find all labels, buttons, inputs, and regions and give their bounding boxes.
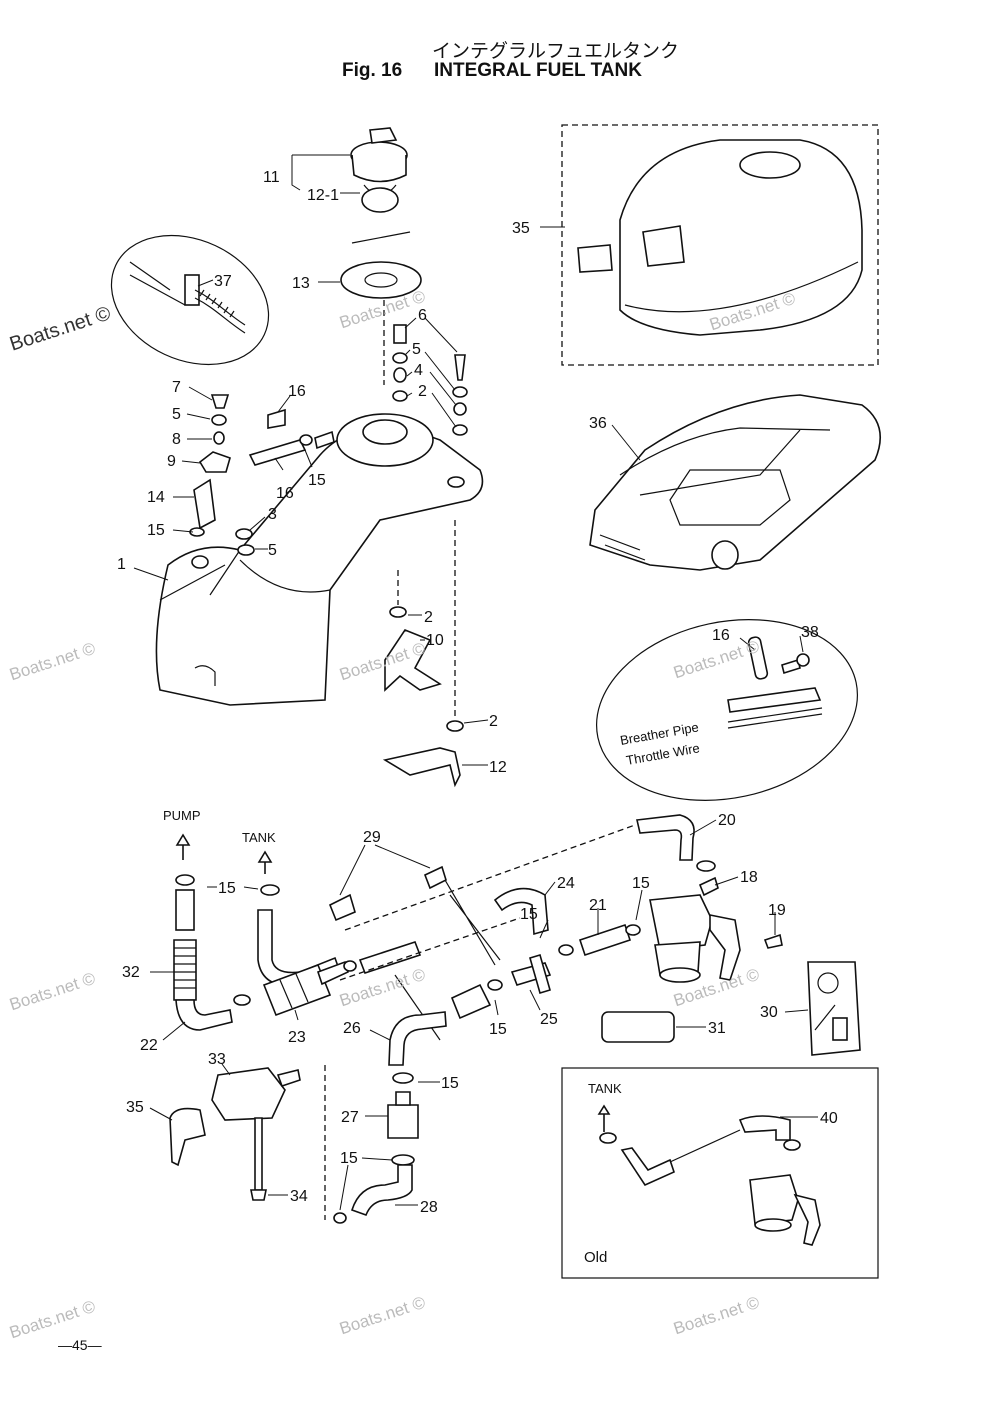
callout-9: 9 [167, 453, 176, 470]
lever-29 [328, 865, 501, 1041]
engine-cover [561, 124, 879, 366]
page-number: —45— [58, 1337, 102, 1353]
old-inset [561, 1067, 879, 1279]
callout-29: 29 [363, 829, 381, 846]
callout-8: 8 [172, 431, 181, 448]
callout-15c: 15 [218, 880, 236, 897]
callout-24: 24 [557, 875, 575, 892]
hose-24 [339, 824, 636, 981]
callout-2c: 2 [489, 713, 498, 730]
joint-27 [333, 1072, 419, 1224]
callout-34: 34 [290, 1188, 308, 1205]
callout-25: 25 [540, 1011, 558, 1028]
label-tank: TANK [242, 830, 276, 845]
callout-26: 26 [343, 1020, 361, 1037]
callout-12: 11 [263, 169, 280, 186]
callout-14: 14 [147, 489, 165, 506]
tee-joint-25 [450, 923, 641, 1020]
title-japanese: インテグラルフュエルタンク [432, 40, 680, 62]
callout-31: 31 [708, 1020, 726, 1037]
fasteners-left [193, 394, 231, 530]
callout-39: 38 [801, 624, 819, 641]
callout-36: 35 [512, 220, 530, 237]
callout-16b: 16 [712, 627, 730, 644]
fasteners-right [392, 324, 468, 436]
callout-6: 6 [418, 307, 427, 324]
callout-15g: 15 [441, 1075, 459, 1092]
callout-17: 16 [288, 383, 306, 400]
callout-5b: 5 [172, 406, 181, 423]
callout-16a: 16 [276, 485, 294, 502]
callout-10: 10 [426, 632, 444, 649]
callouts: 11 12-1 13 37 6 5 4 2 7 5 8 9 14 15 3 5 … [117, 154, 838, 1266]
fuel-cap-assembly [340, 127, 422, 385]
figure-label: Fig. 16 [342, 60, 403, 81]
callout-1: 1 [117, 556, 126, 573]
vent-joint [248, 408, 335, 466]
callout-15h: 15 [340, 1150, 358, 1167]
callout-15b: 15 [308, 472, 326, 489]
fasteners-middle [189, 527, 255, 556]
inset-38 [110, 234, 270, 366]
callout-32: 32 [122, 964, 140, 981]
callout-21: 21 [589, 897, 607, 914]
callout-40: 40 [820, 1110, 838, 1127]
inset-breather [595, 619, 859, 801]
bottom-cowl [589, 394, 882, 571]
label-30 [807, 961, 861, 1056]
callout-20: 20 [718, 812, 736, 829]
bracket-10 [384, 570, 442, 692]
callout-38: 37 [214, 273, 232, 290]
bracket-11 [382, 520, 464, 788]
callout-28: 28 [420, 1199, 438, 1216]
figure-title: INTEGRAL FUEL TANK [434, 60, 642, 81]
connector-33 [169, 1065, 326, 1220]
fuel-tank [155, 413, 484, 706]
callout-15d: 15 [632, 875, 650, 892]
hose-26 [388, 1011, 447, 1066]
callout-12-1: 12-1 [307, 187, 339, 204]
label-31 [601, 1011, 675, 1043]
callout-27: 27 [341, 1109, 359, 1126]
callout-2b: 2 [424, 609, 433, 626]
callout-3: 3 [268, 506, 277, 523]
callout-4: 4 [414, 362, 423, 379]
callout-7: 7 [172, 379, 181, 396]
callout-11: 12 [489, 759, 507, 776]
callout-15e: 15 [520, 906, 538, 923]
callout-33: 33 [208, 1051, 226, 1068]
callout-35: 35 [126, 1099, 144, 1116]
callout-22: 22 [140, 1037, 158, 1054]
callout-18: 18 [740, 869, 758, 886]
callout-5: 5 [412, 341, 421, 358]
callout-5c: 5 [268, 542, 277, 559]
callout-15a: 15 [147, 522, 165, 539]
callout-13: 13 [292, 275, 310, 292]
callout-2a: 2 [418, 383, 427, 400]
hose-20 [636, 814, 716, 872]
callout-30: 30 [760, 1004, 778, 1021]
callout-19: 19 [768, 902, 786, 919]
callout-23: 23 [288, 1029, 306, 1046]
label-tank-old: TANK [588, 1081, 622, 1096]
fuel-cock [649, 876, 783, 983]
callout-15f: 15 [489, 1021, 507, 1038]
fuel-filter [262, 960, 357, 1017]
label-pump: PUMP [163, 808, 201, 823]
label-old: Old [584, 1249, 607, 1266]
callout-37: 36 [589, 415, 607, 432]
